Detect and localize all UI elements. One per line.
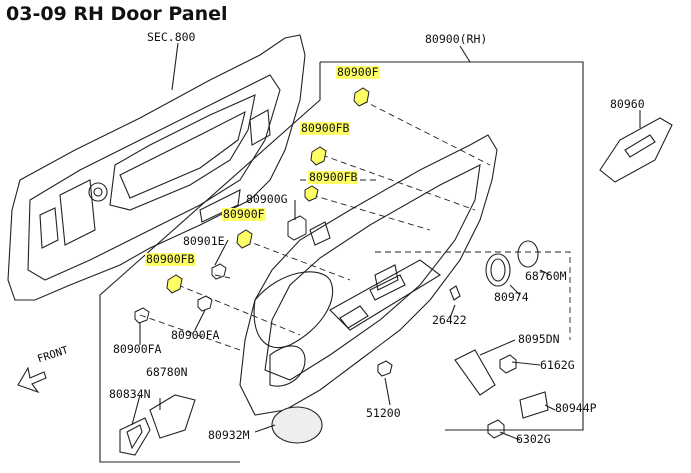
label-80900fb-b: 80900FB xyxy=(308,170,359,184)
label-80900g: 80900G xyxy=(246,192,288,206)
label-80900f-top: 80900F xyxy=(336,65,380,79)
label-68760m: 68760M xyxy=(525,269,567,283)
label-26422: 26422 xyxy=(432,313,467,327)
label-80901e: 80901E xyxy=(183,234,225,248)
label-80944p: 80944P xyxy=(555,401,597,415)
label-80900fa-a: 80900FA xyxy=(113,342,162,356)
label-6302g: 6302G xyxy=(516,432,551,446)
label-80974: 80974 xyxy=(494,290,529,304)
label-assembly: 80900(RH) xyxy=(425,32,488,46)
label-80900fb-a: 80900FB xyxy=(300,121,351,135)
label-68780n: 68780N xyxy=(146,365,188,379)
label-51200: 51200 xyxy=(366,406,401,420)
front-indicator: FRONT xyxy=(14,344,94,390)
label-80900f-mid: 80900F xyxy=(222,207,266,221)
inner-door-outline xyxy=(7,34,306,301)
speaker-grille-shape xyxy=(271,406,323,444)
part-80960-shape xyxy=(599,117,673,183)
label-80900fa-b: 80900FA xyxy=(171,328,220,342)
label-sec800: SEC.800 xyxy=(147,30,196,44)
label-80932m: 80932M xyxy=(208,428,250,442)
label-80834n: 80834N xyxy=(109,387,151,401)
label-80960: 80960 xyxy=(610,97,645,111)
label-8095dn: 8095DN xyxy=(518,332,560,346)
label-80900fb-c: 80900FB xyxy=(145,252,196,266)
trim-panel-outline xyxy=(239,134,498,416)
label-6162g: 6162G xyxy=(540,358,575,372)
page-title: 03-09 RH Door Panel xyxy=(6,3,228,25)
